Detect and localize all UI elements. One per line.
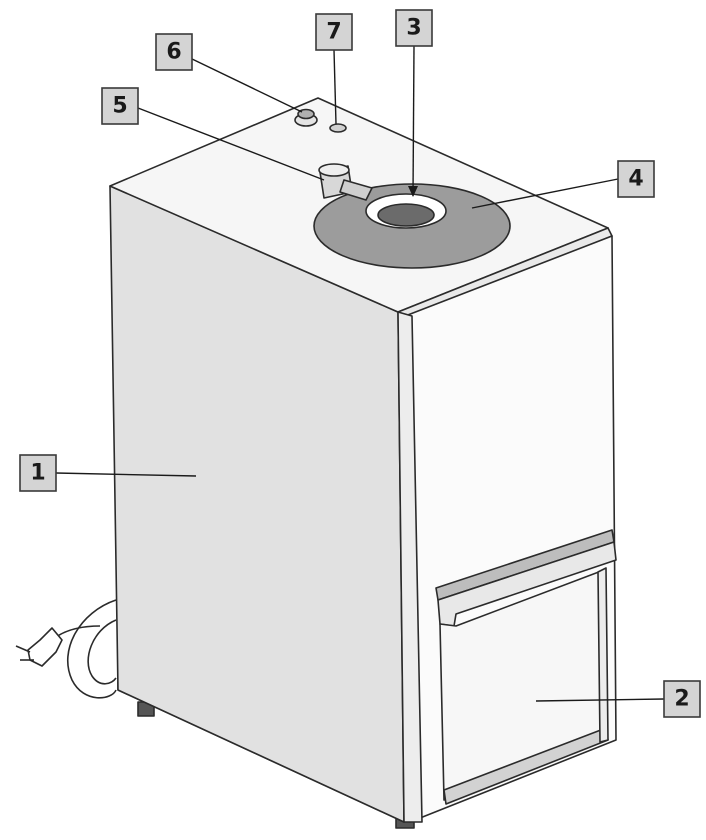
leader-lines (55, 45, 665, 702)
svg-text:2: 2 (674, 687, 689, 712)
callout-6: 6 (155, 33, 193, 71)
callout-1: 1 (19, 454, 57, 492)
callout-3: 3 (395, 9, 433, 47)
front-frame-edge (397, 311, 423, 823)
spout (318, 163, 373, 201)
control-knob-icon (294, 108, 318, 127)
svg-text:6: 6 (166, 40, 181, 65)
callout-4: 4 (617, 160, 655, 198)
svg-text:3: 3 (406, 16, 421, 41)
svg-text:1: 1 (30, 461, 45, 486)
callout-2: 2 (663, 680, 701, 718)
callout-5: 5 (101, 87, 139, 125)
funnel-opening (365, 193, 447, 229)
plug-icon (15, 627, 63, 667)
callout-7: 7 (315, 13, 353, 51)
collection-drawer (439, 567, 609, 805)
power-cord (15, 599, 117, 699)
svg-text:4: 4 (628, 167, 643, 192)
svg-text:5: 5 (112, 94, 127, 119)
svg-text:7: 7 (326, 20, 341, 45)
indicator-light-icon (329, 123, 347, 133)
